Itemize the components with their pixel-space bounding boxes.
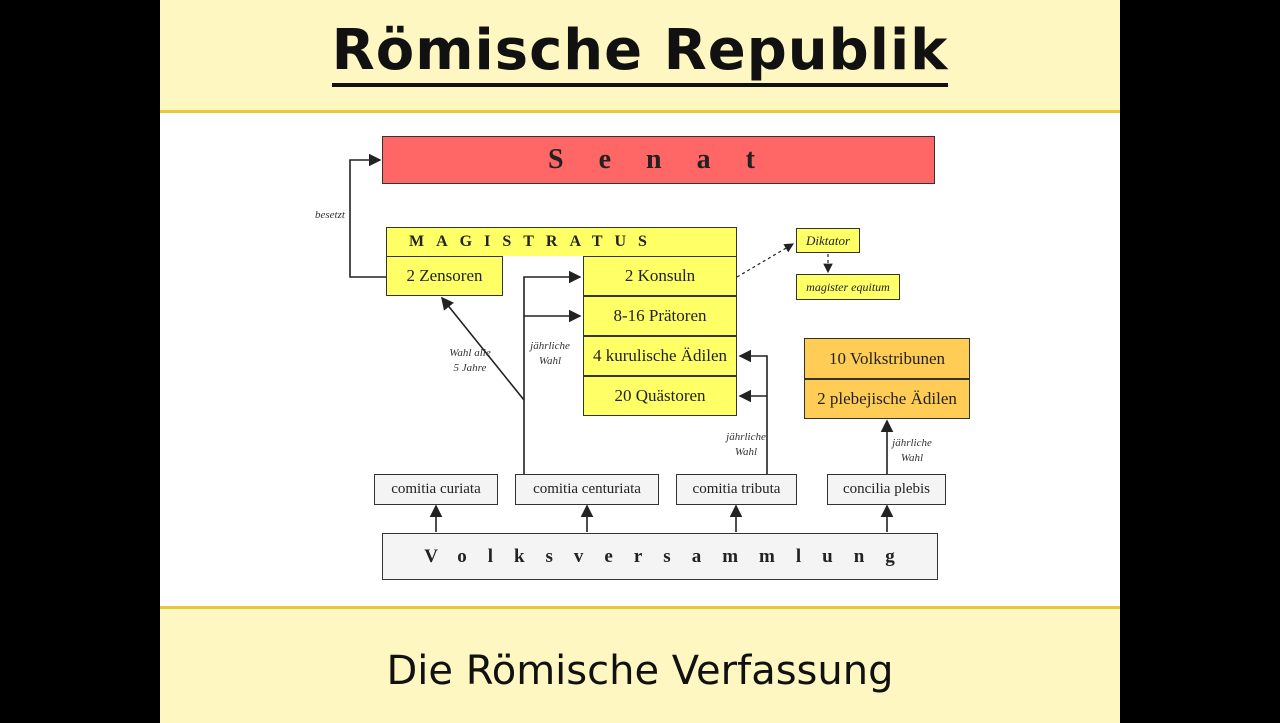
plebaedilen-box: 2 plebejische Ädilen <box>804 379 970 419</box>
header-band <box>160 0 1120 113</box>
arrow-tributa <box>738 349 768 474</box>
label-jaehrliche-plebis: jährliche Wahl <box>892 437 932 464</box>
label-jaehrliche-tributa: jährliche Wahl <box>726 431 766 458</box>
zensoren-box: 2 Zensoren <box>386 256 503 296</box>
concilia-plebis-box: concilia plebis <box>827 474 946 505</box>
arrow-wahl-zensoren <box>440 296 525 401</box>
konsuln-box: 2 Konsuln <box>583 256 737 296</box>
slide-subtitle: Die Römische Verfassung <box>386 648 894 694</box>
volkstribunen-box: 10 Volkstribunen <box>804 338 970 379</box>
aedilen-box: 4 kurulische Ädilen <box>583 336 737 376</box>
volksversammlung-box: Volksversammlung <box>382 533 938 580</box>
arrow-diktator <box>736 243 795 278</box>
label-wahl-alle: Wahl alle 5 Jahre <box>449 347 491 374</box>
magistratus-header: MAGISTRATUS <box>386 227 737 256</box>
label-besetzt: besetzt <box>315 209 345 221</box>
arrow-centuriata <box>523 270 582 474</box>
comitia-centuriata-box: comitia centuriata <box>515 474 659 505</box>
diagram-connectors <box>349 153 894 532</box>
senat-box: S e n a t <box>382 136 935 184</box>
comitia-curiata-box: comitia curiata <box>374 474 498 505</box>
diktator-box: Diktator <box>796 228 860 253</box>
slide-title: Römische Republik <box>160 18 1120 87</box>
arrow-besetzt <box>349 153 388 278</box>
quaestoren-box: 20 Quästoren <box>583 376 737 416</box>
footer-band <box>160 606 1120 723</box>
label-jaehrliche-centuriata: jährliche Wahl <box>530 340 570 367</box>
slide: Römische Republik S e n a t MAGISTRATUS … <box>160 0 1120 723</box>
comitia-tributa-box: comitia tributa <box>676 474 797 505</box>
magister-box: magister equitum <box>796 274 900 300</box>
praetoren-box: 8-16 Prätoren <box>583 296 737 336</box>
